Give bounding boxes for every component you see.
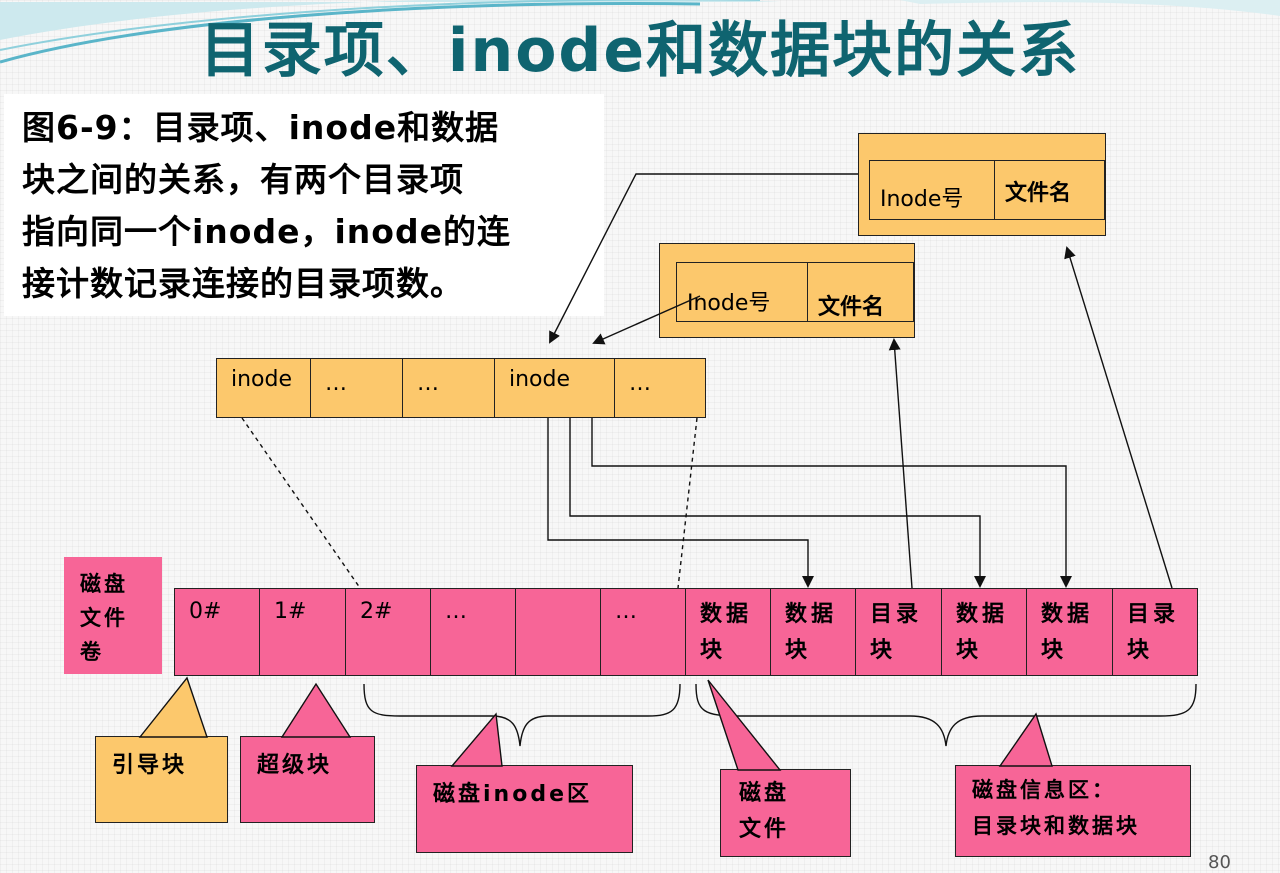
super-block-callout: 超级块 <box>240 736 375 823</box>
pointer-inode-area <box>450 712 503 767</box>
brace-inode-area <box>363 683 681 747</box>
caption-line: 图6-9：目录项、inode和数据 <box>22 108 500 147</box>
arrow-dirblock-to-entry1 <box>1064 246 1173 589</box>
disk-file-callout: 磁盘 文件 <box>720 769 851 857</box>
inode-cell: … <box>402 358 495 418</box>
pointer-super-block <box>280 682 352 738</box>
pointer-info-area <box>998 712 1053 767</box>
entry-1-filename: 文件名 <box>994 160 1105 220</box>
caption-line: 块之间的关系，有两个目录项 <box>22 160 464 199</box>
dashed-projection-right <box>677 417 698 589</box>
inode-cell: inode <box>494 358 615 418</box>
pointer-boot-block <box>138 676 208 738</box>
inode-area-callout: 磁盘inode区 <box>416 765 633 853</box>
brace-info-area <box>695 683 1197 747</box>
disk-cell-0: 0# <box>174 588 260 676</box>
entry-1-inode-number: Inode号 <box>869 160 995 220</box>
data-block: 数据块 <box>771 588 856 676</box>
inode-cell: … <box>614 358 706 418</box>
data-block: 数据块 <box>1027 588 1113 676</box>
data-block: 数据块 <box>686 588 771 676</box>
boot-block-callout: 引导块 <box>95 736 228 823</box>
disk-cell-3: … <box>431 588 516 676</box>
directory-entry-2: Inode号 文件名 <box>659 243 915 338</box>
arrow-inode-to-block-11 <box>591 418 1072 588</box>
disk-cell-2: 2# <box>346 588 431 676</box>
inode-cell: inode <box>216 358 311 418</box>
directory-block: 目录块 <box>856 588 942 676</box>
arrow-inode-to-block-10 <box>569 418 986 588</box>
entry-2-inode-number: Inode号 <box>676 262 808 322</box>
caption-line: 接计数记录连接的目录项数。 <box>22 264 464 303</box>
caption-line: 指向同一个inode，inode的连 <box>22 212 511 251</box>
page-number: 80 <box>1208 852 1231 873</box>
disk-cell-4 <box>516 588 601 676</box>
disk-volume-label: 磁盘 文件 卷 <box>64 557 162 674</box>
data-block: 数据块 <box>942 588 1027 676</box>
directory-block: 目录块 <box>1113 588 1198 676</box>
arrow-dirblock-to-entry2 <box>888 338 913 589</box>
info-area-callout: 磁盘信息区： 目录块和数据块 <box>955 765 1191 857</box>
directory-entry-1: Inode号 文件名 <box>858 133 1106 236</box>
figure-caption: 图6-9：目录项、inode和数据 块之间的关系，有两个目录项 指向同一个ino… <box>4 94 604 316</box>
disk-cell-1: 1# <box>260 588 346 676</box>
arrow-inode-to-block-7 <box>547 418 814 588</box>
page-title: 目录项、inode和数据块的关系 <box>199 16 1081 86</box>
dashed-projection-left <box>241 417 361 589</box>
inode-cell: … <box>310 358 403 418</box>
disk-cell-5: … <box>601 588 686 676</box>
pointer-disk-file <box>707 679 782 771</box>
decorative-wave <box>0 0 1280 64</box>
entry-2-filename: 文件名 <box>807 262 914 322</box>
